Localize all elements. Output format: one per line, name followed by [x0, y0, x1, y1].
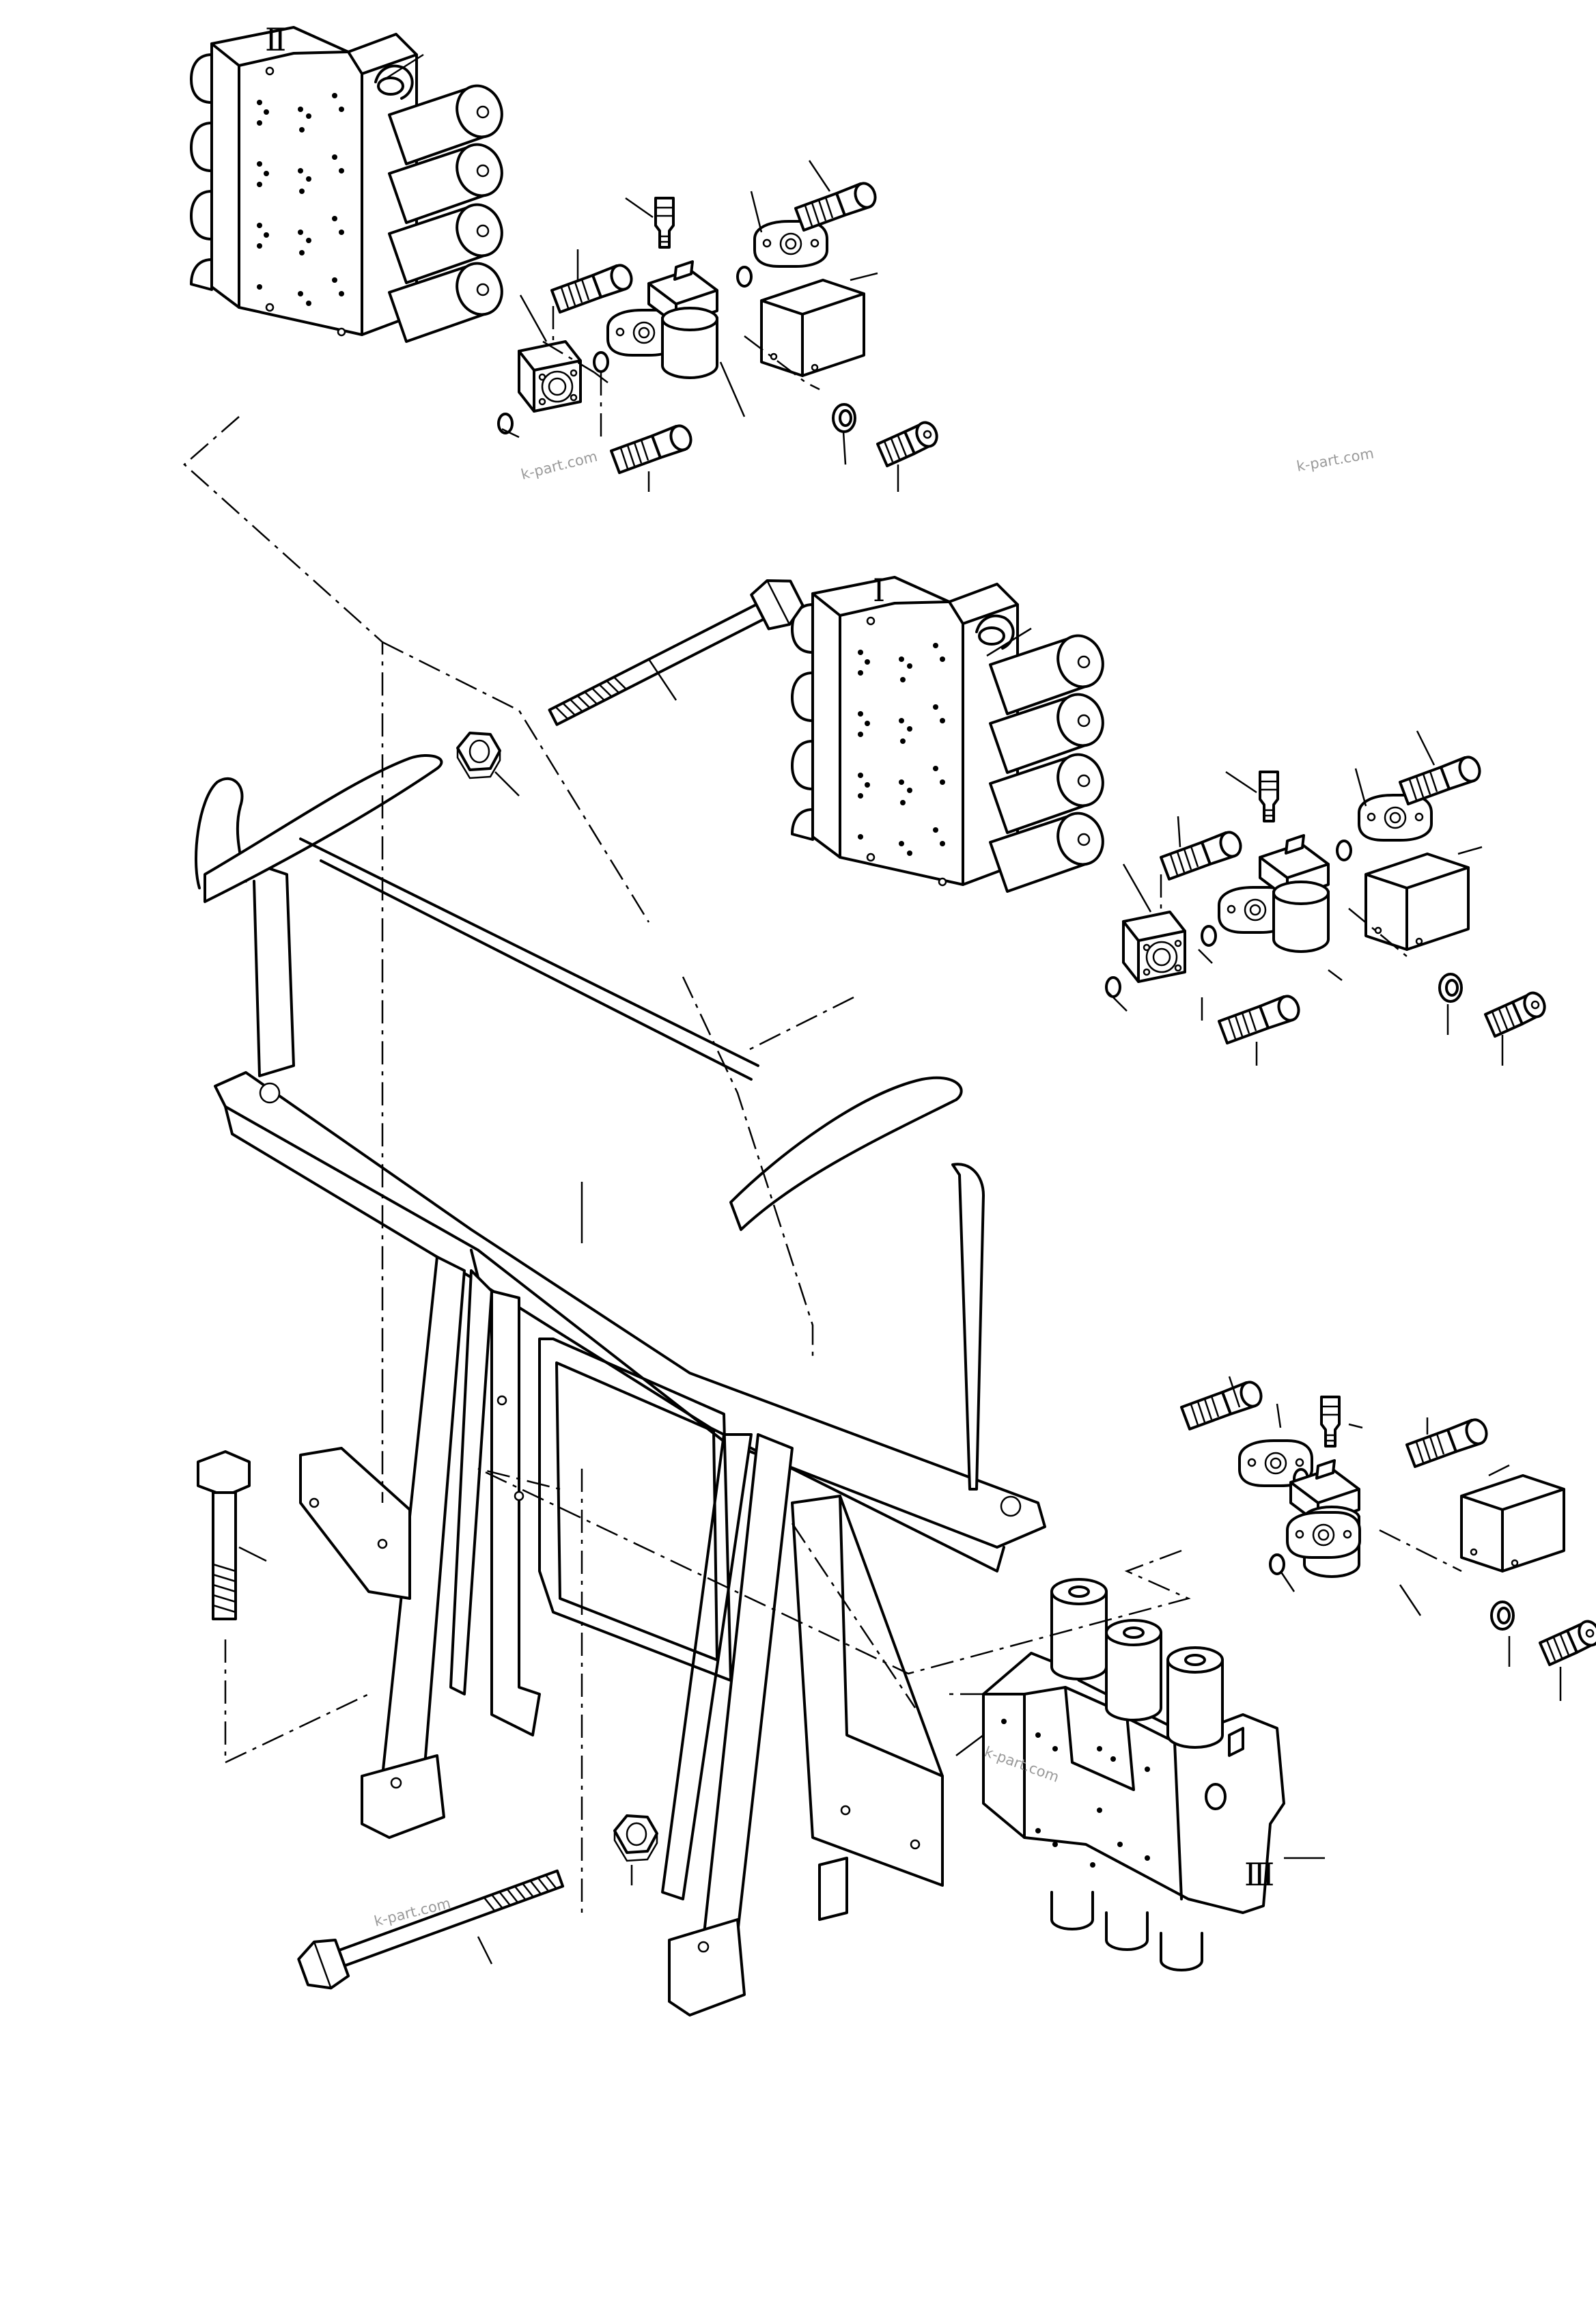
assembly-label-ii: Ⅱ: [265, 21, 286, 58]
control-valve-ii: Ⅱ: [191, 21, 509, 342]
assembly-centerlines: [183, 416, 1191, 1913]
valve-ii-accessories: [497, 160, 942, 492]
assembly-label-iii: Ⅲ: [1244, 1856, 1274, 1893]
valve-iii-accessories: [1180, 1376, 1596, 1701]
leader-line: [986, 627, 1032, 657]
watermark-text: k-part.com: [1296, 445, 1375, 474]
control-valve-i: Ⅰ: [792, 572, 1110, 891]
leader-line: [382, 53, 424, 82]
upper-bolt-assembly: [456, 570, 809, 797]
vertical-bolt: [197, 1450, 369, 1764]
assembly-label-i: Ⅰ: [873, 572, 885, 609]
mounting-frame: [195, 753, 1046, 2017]
control-valve-iii: Ⅲ: [942, 1578, 1325, 1971]
watermark-text: k-part.com: [519, 448, 599, 483]
valve-i-accessories: [1105, 730, 1550, 1066]
lower-bolt-assembly: [293, 1814, 658, 1997]
